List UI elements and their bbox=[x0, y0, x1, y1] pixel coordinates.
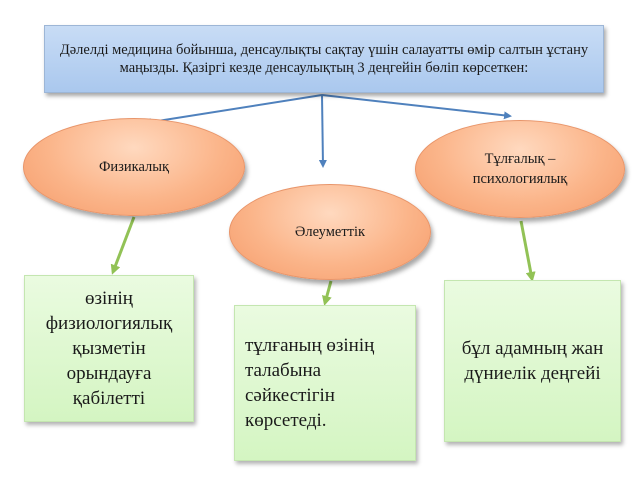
level-social-oval: Әлеуметтік bbox=[229, 184, 431, 280]
level-personal-description: бұл адамның жан дүниелік деңгейі bbox=[461, 338, 604, 384]
arrow-to-social bbox=[318, 94, 327, 168]
arrow-to-personal bbox=[321, 94, 512, 120]
level-physical-description: өзінің физиологиялық қызметін орындауға … bbox=[45, 288, 173, 409]
arrow-social-to-box bbox=[322, 280, 333, 306]
arrow-physical-to-box bbox=[110, 216, 136, 275]
intro-box: Дәлелді медицина бойынша, денсаулықты са… bbox=[44, 25, 604, 93]
level-personal-description-box: бұл адамның жан дүниелік деңгейі bbox=[444, 280, 621, 442]
level-social-description: тұлғаның өзінің талабына сәйкестігін көр… bbox=[245, 335, 375, 431]
level-physical-description-box: өзінің физиологиялық қызметін орындауға … bbox=[24, 275, 194, 422]
level-physical-oval: Физикалық bbox=[23, 118, 245, 216]
intro-text: Дәлелді медицина бойынша, денсаулықты са… bbox=[59, 42, 589, 76]
arrow-personal-to-box bbox=[519, 220, 536, 282]
level-social-description-box: тұлғаның өзінің талабына сәйкестігін көр… bbox=[234, 305, 416, 461]
level-personal-title: Тұлғалық – психологиялық bbox=[472, 151, 568, 187]
arrow-to-physical bbox=[143, 94, 323, 127]
level-personal-oval: Тұлғалық – психологиялық bbox=[415, 120, 625, 218]
level-physical-title: Физикалық bbox=[98, 159, 170, 175]
level-social-title: Әлеуметтік bbox=[294, 224, 366, 240]
